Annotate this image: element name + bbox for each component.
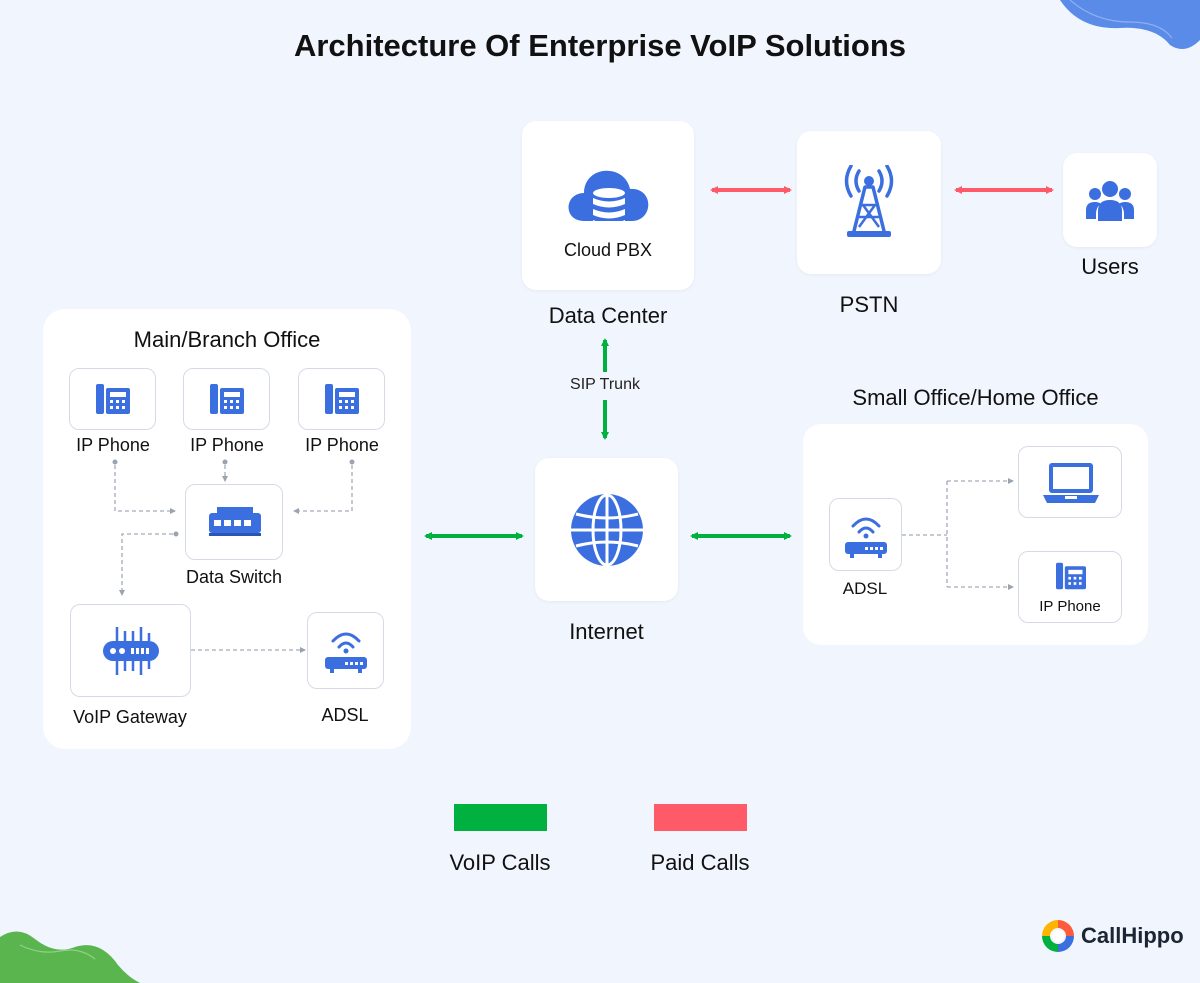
laptop-card[interactable] xyxy=(1018,446,1122,518)
soho-adsl-card[interactable] xyxy=(829,498,902,571)
phone-icon xyxy=(325,384,359,414)
switch-icon xyxy=(209,507,261,536)
ip-phone-1-label: IP Phone xyxy=(76,435,150,455)
soho-title: Small Office/Home Office xyxy=(852,385,1099,410)
voip-gateway-card[interactable] xyxy=(70,604,191,697)
globe-icon xyxy=(571,493,643,567)
legend-voip-swatch xyxy=(454,804,547,831)
phone-icon xyxy=(210,384,244,414)
soho-ip-phone-label: IP Phone xyxy=(1039,598,1101,615)
legend-voip-label: VoIP Calls xyxy=(449,850,551,875)
cloud-pbx-card[interactable]: Cloud PBX xyxy=(522,121,694,290)
soho-adsl-label: ADSL xyxy=(842,579,888,598)
callhippo-logo-icon xyxy=(1042,920,1074,952)
adsl-label: ADSL xyxy=(321,705,369,725)
internet-card[interactable] xyxy=(535,458,678,601)
phone-icon xyxy=(1056,562,1086,590)
ip-phone-2-card[interactable] xyxy=(183,368,270,430)
router-icon xyxy=(845,517,887,558)
office-connectors xyxy=(112,459,355,653)
users-label: Users xyxy=(1081,254,1139,279)
soho-connectors xyxy=(902,478,1014,590)
users-icon xyxy=(1086,181,1134,221)
top-right-decoration xyxy=(1060,0,1200,49)
internet-label: Internet xyxy=(569,619,644,644)
soho-panel: ADSL IP Phone xyxy=(803,424,1148,645)
brand-logo: CallHippo xyxy=(1040,918,1196,954)
ip-phone-2-label: IP Phone xyxy=(190,435,264,455)
laptop-icon xyxy=(1043,463,1099,503)
bottom-left-decoration xyxy=(0,931,140,983)
diagram-title: Architecture Of Enterprise VoIP Solution… xyxy=(293,28,907,63)
soho-ip-phone-card[interactable]: IP Phone xyxy=(1018,551,1122,623)
voip-arrow-sip-trunk xyxy=(560,338,650,440)
ip-phone-3-card[interactable] xyxy=(298,368,385,430)
data-center-label: Data Center xyxy=(548,303,668,328)
cloud-database-icon xyxy=(568,170,649,229)
ip-phone-3-label: IP Phone xyxy=(305,435,379,455)
data-switch-card[interactable] xyxy=(185,484,283,560)
main-office-panel: Main/Branch Office IP Phone xyxy=(43,309,411,749)
tower-icon xyxy=(844,165,894,237)
data-switch-label: Data Switch xyxy=(185,567,283,587)
gateway-icon xyxy=(103,627,159,675)
voip-gateway-label: VoIP Gateway xyxy=(73,707,187,727)
pstn-card[interactable] xyxy=(797,131,941,274)
cloud-pbx-label: Cloud PBX xyxy=(563,240,653,260)
legend-paid-swatch xyxy=(654,804,747,831)
phone-icon xyxy=(96,384,130,414)
router-icon xyxy=(325,632,367,673)
pstn-label: PSTN xyxy=(839,292,899,317)
ip-phone-1-card[interactable] xyxy=(69,368,156,430)
main-office-title: Main/Branch Office xyxy=(133,327,321,352)
sip-trunk-label: SIP Trunk xyxy=(570,376,640,393)
legend-paid-label: Paid Calls xyxy=(650,850,750,875)
adsl-card[interactable] xyxy=(307,612,384,689)
users-card[interactable] xyxy=(1063,153,1157,247)
brand-name: CallHippo xyxy=(1081,923,1184,948)
